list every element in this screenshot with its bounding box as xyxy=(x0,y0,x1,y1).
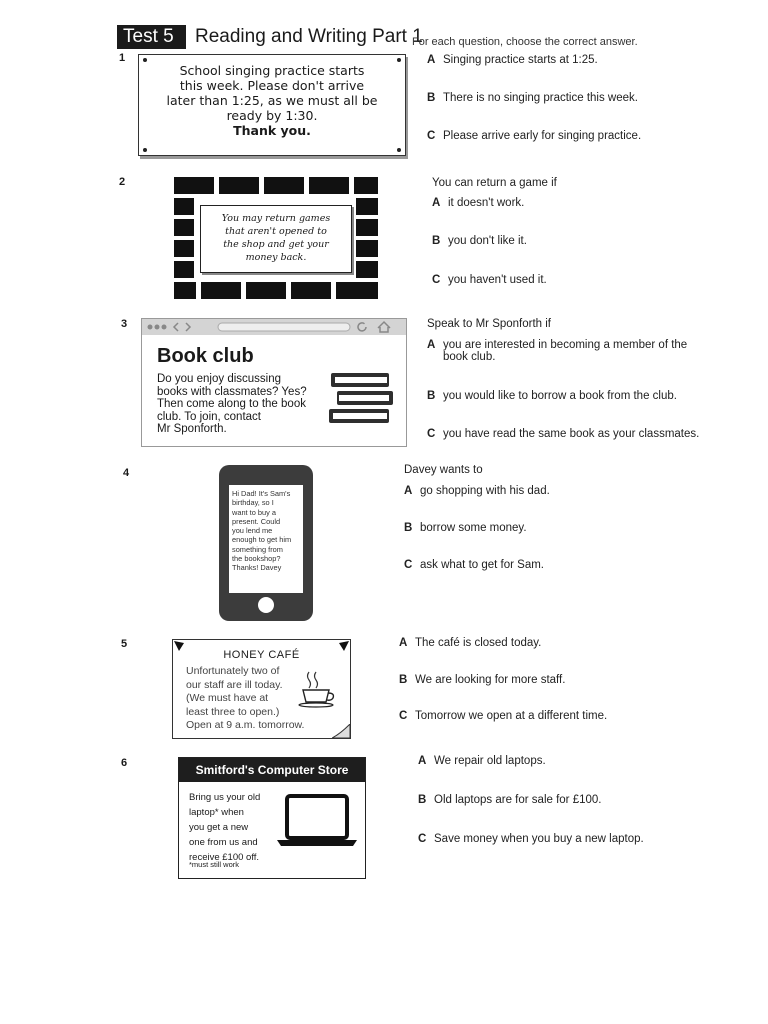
question-number-5: 5 xyxy=(121,638,128,650)
instruction: For each question, choose the correct an… xyxy=(412,36,638,48)
pin-icon xyxy=(397,58,401,62)
pin-icon xyxy=(174,641,184,651)
q2-notice-text: You may return games that aren't opened … xyxy=(221,213,331,263)
question-number-1: 1 xyxy=(119,52,126,64)
q3-notice-title: Book club xyxy=(157,345,254,367)
q5-notice: HONEY CAFÉ Unfortunately two of our staf… xyxy=(172,639,351,739)
question-number-2: 2 xyxy=(119,176,126,188)
q6-notice-text: Bring us your old laptop* when you get a… xyxy=(189,792,261,863)
laptop-icon xyxy=(277,794,357,846)
pin-icon xyxy=(397,148,401,152)
phone-screen: Hi Dad! It's Sam's birthday, so I want t… xyxy=(229,485,303,593)
question-number-6: 6 xyxy=(121,757,128,769)
pin-icon xyxy=(339,641,349,651)
q3-stem: Speak to Mr Sponforth if xyxy=(427,318,552,330)
q1-notice: School singing practice starts this week… xyxy=(138,54,406,156)
phone-home-button-icon xyxy=(258,597,274,613)
q5-notice-text: Unfortunately two of our staff are ill t… xyxy=(186,665,305,731)
browser-nav-icons xyxy=(147,320,391,333)
q3-browser-notice: Book club Do you enjoy discussing books … xyxy=(141,318,407,447)
book-stack-icon xyxy=(329,373,393,423)
question-number-4: 4 xyxy=(123,467,130,479)
page-curl-icon xyxy=(332,724,350,738)
pin-icon xyxy=(143,148,147,152)
q3-notice-text: Do you enjoy discussing books with class… xyxy=(157,373,307,435)
question-number-3: 3 xyxy=(121,318,128,330)
test-label: Test 5 xyxy=(117,25,186,49)
q6-notice: Smitford's Computer Store Bring us your … xyxy=(178,757,366,879)
q4-notice-text: Hi Dad! It's Sam's birthday, so I want t… xyxy=(232,489,292,573)
q2-notice: You may return games that aren't opened … xyxy=(200,205,352,273)
q6-footnote: *must still work xyxy=(189,860,240,869)
q1-notice-text: School singing practice starts this week… xyxy=(166,63,378,138)
page-title: Reading and Writing Part 1 xyxy=(195,26,423,47)
q4-phone-notice: Hi Dad! It's Sam's birthday, so I want t… xyxy=(219,465,313,621)
pin-icon xyxy=(143,58,147,62)
q5-notice-title: HONEY CAFÉ xyxy=(223,649,300,661)
q6-notice-title: Smitford's Computer Store xyxy=(179,758,365,782)
q2-stem: You can return a game if xyxy=(432,177,557,189)
coffee-cup-icon xyxy=(298,671,335,708)
brick-wall xyxy=(174,177,378,299)
q4-stem: Davey wants to xyxy=(404,464,483,476)
browser-toolbar xyxy=(142,319,406,335)
